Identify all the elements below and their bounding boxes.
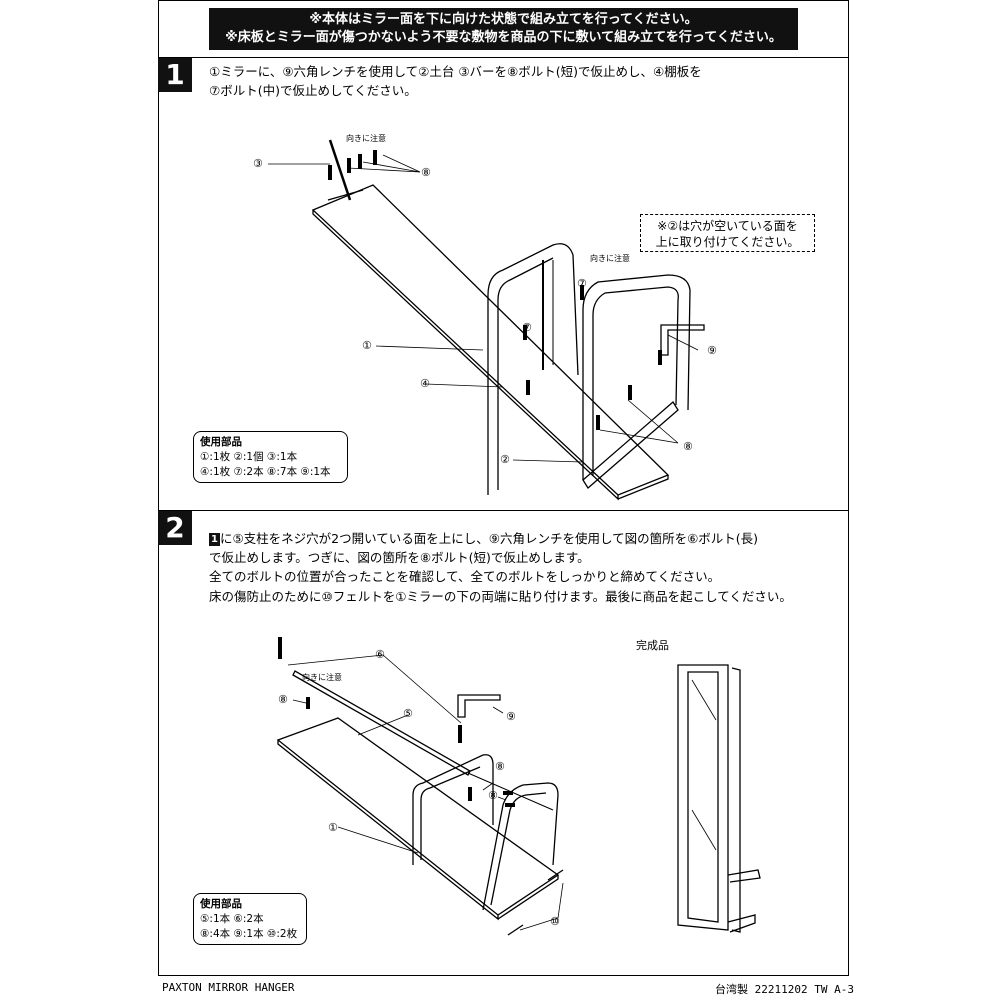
step2-callout-5: ⑤ (403, 707, 413, 720)
warning-banner: ※本体はミラー面を下に向けた状態で組み立てを行ってください。 ※床板とミラー面が… (209, 8, 798, 50)
step2-caution-label: 向きに注意 (302, 673, 342, 682)
step2-callout-8-c: ⑧ (488, 789, 498, 802)
step1-instruction-line-2: ⑦ボルト(中)で仮止めしてください。 (209, 83, 417, 98)
page-frame (158, 0, 849, 976)
step1-callout-2: ② (500, 453, 510, 466)
step1-parts-title: 使用部品 (200, 436, 242, 448)
step2-callout-1: ① (328, 821, 338, 834)
step2-parts-title: 使用部品 (200, 898, 242, 910)
step1-parts-box: 使用部品 ①:1枚 ②:1個 ③:1本 ④:1枚 ⑦:2本 ⑧:7本 ⑨:1本 (193, 431, 348, 483)
step2-instruction-line-4: 床の傷防止のために⑩フェルトを①ミラーの下の両端に貼り付けます。最後に商品を起こ… (209, 589, 792, 604)
step2-callout-8-a: ⑧ (278, 693, 288, 706)
step2-instruction-line-3: 全てのボルトの位置が合ったことを確認して、全てのボルトをしっかりと締めてください… (209, 569, 721, 584)
step2-top-divider (158, 510, 849, 511)
step2-number: 2 (158, 511, 192, 545)
footer-code: 台湾製 22211202 TW A-3 (715, 983, 854, 996)
step2-callout-8-b: ⑧ (495, 760, 505, 773)
warning-line-2: ※床板とミラー面が傷つかないよう不要な敷物を商品の下に敷いて組み立てを行ってくだ… (225, 30, 782, 45)
step1-callout-7-b: ⑦ (522, 321, 532, 334)
step1-callout-7-a: ⑦ (577, 277, 587, 290)
step1-callout-1: ① (362, 339, 372, 352)
step2-mirror-board (276, 717, 560, 916)
step2-column (292, 670, 471, 776)
step2-callout-6: ⑥ (375, 648, 385, 661)
step1-number: 1 (158, 58, 192, 92)
step2-callout-10: ⑩ (550, 915, 560, 928)
step1-parts-line-1: ①:1枚 ②:1個 ③:1本 (200, 451, 298, 463)
step1-caution-label-a: 向きに注意 (346, 134, 386, 143)
step1-top-divider (158, 57, 849, 58)
step1-shelf-panel (487, 243, 579, 495)
step1-note-line-2: 上に取り付けてください。 (655, 235, 800, 249)
step1-callout-8-top: ⑧ (421, 166, 431, 179)
step2-line-1-text: に⑤支柱をネジ穴が2つ開いている面を上にし、⑨六角レンチを使用して図の箇所を⑥ボ… (219, 531, 759, 546)
warning-line-1: ※本体はミラー面を下に向けた状態で組み立てを行ってください。 (309, 12, 698, 27)
step2-parts-line-1: ⑤:1本 ⑥:2本 (200, 913, 264, 925)
step1-reference-box: 1 (209, 533, 220, 546)
step1-note-line-1: ※②は穴が空いている面を (657, 219, 798, 233)
step1-orientation-note: ※②は穴が空いている面を 上に取り付けてください。 (640, 214, 815, 252)
step2-diagram (276, 637, 564, 936)
step1-callout-8-bottom: ⑧ (683, 440, 693, 453)
completed-product-illustration (677, 664, 761, 933)
step1-callout-9: ⑨ (707, 344, 717, 357)
completed-product-label: 完成品 (636, 639, 669, 652)
step1-caution-label-b: 向きに注意 (590, 254, 630, 263)
step1-base-frame (582, 274, 691, 480)
step2-callout-9: ⑨ (506, 710, 516, 723)
step1-callout-4: ④ (420, 377, 430, 390)
step1-diagram (268, 139, 705, 501)
step1-callout-3: ③ (253, 157, 263, 170)
step2-instruction-line-2: で仮止めします。つぎに、図の箇所を⑧ボルト(短)で仮止めします。 (209, 550, 590, 565)
step2-parts-line-2: ⑧:4本 ⑨:1本 ⑩:2枚 (200, 928, 298, 940)
step1-parts-line-2: ④:1枚 ⑦:2本 ⑧:7本 ⑨:1本 (200, 466, 331, 478)
step2-parts-box: 使用部品 ⑤:1本 ⑥:2本 ⑧:4本 ⑨:1本 ⑩:2枚 (193, 893, 307, 945)
footer-product-name: PAXTON MIRROR HANGER (162, 981, 295, 994)
step1-instruction-line-1: ①ミラーに、⑨六角レンチを使用して②土台 ③バーを⑧ボルト(短)で仮止めし、④棚… (209, 64, 702, 79)
